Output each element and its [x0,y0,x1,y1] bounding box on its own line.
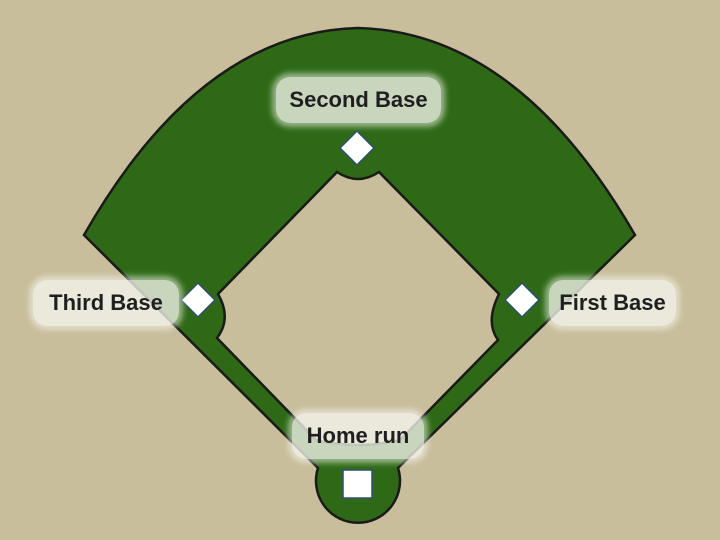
third-base-marker [179,281,217,319]
second-base-marker [338,129,376,167]
first-base-marker [503,281,541,319]
home-plate-marker [342,469,373,499]
second-base-label: Second Base [276,77,441,123]
third-base-label: Third Base [33,280,179,326]
home-label: Home run [292,413,424,459]
first-base-label: First Base [549,280,676,326]
